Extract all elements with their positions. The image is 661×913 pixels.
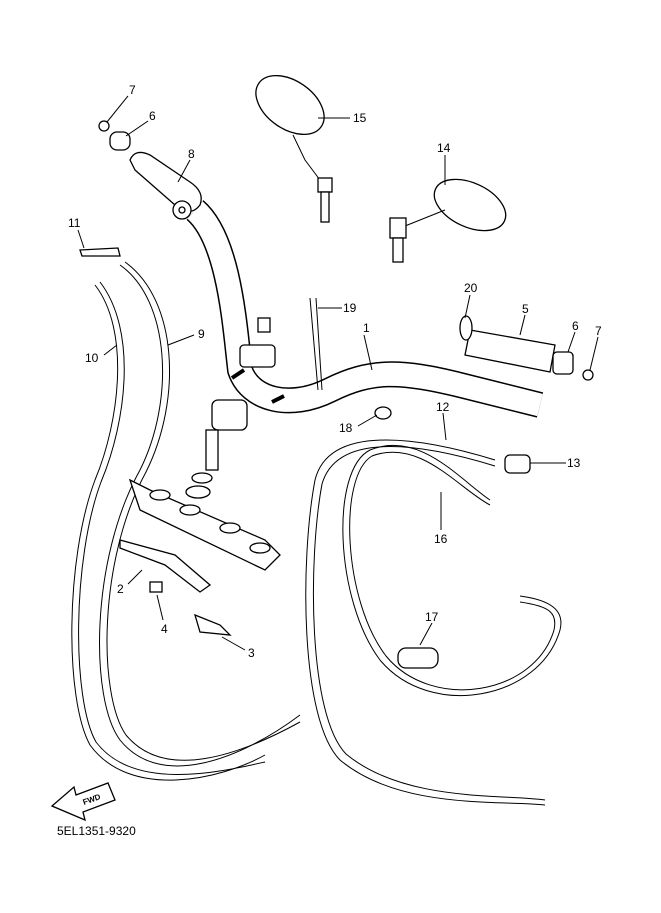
callout-3: 3 [248, 646, 255, 660]
callout-17: 17 [425, 610, 439, 624]
callout-7-left: 7 [129, 83, 136, 97]
callout-5: 5 [522, 302, 529, 316]
callout-2: 2 [117, 582, 124, 596]
grip-end-left [109, 131, 131, 151]
cable-adjuster [504, 454, 531, 474]
mirror-right [389, 178, 507, 263]
callout-12: 12 [436, 400, 450, 414]
callout-19: 19 [343, 301, 357, 315]
callout-16: 16 [434, 532, 448, 546]
callout-6-left: 6 [149, 109, 156, 123]
callout-9: 9 [198, 327, 205, 341]
handlebar [185, 200, 544, 418]
cables-12-16 [305, 439, 562, 806]
callout-14: 14 [437, 141, 451, 155]
screw-left [98, 120, 110, 132]
callout-11: 11 [68, 216, 81, 230]
callout-10: 10 [85, 351, 99, 365]
bolt [79, 247, 121, 257]
callout-4: 4 [161, 622, 168, 636]
callout-1: 1 [363, 321, 370, 335]
fwd-arrow: FWD [50, 782, 116, 822]
clip [374, 406, 392, 420]
grip-right [459, 315, 594, 381]
callout-8: 8 [188, 147, 195, 161]
callout-6-right: 6 [572, 319, 579, 333]
callout-18: 18 [339, 421, 353, 435]
callout-7-right: 7 [595, 324, 602, 338]
mirror-left [255, 74, 333, 223]
diagram-code: 5EL1351-9320 [57, 824, 136, 838]
cable-tie [309, 297, 323, 391]
cable-holder [397, 647, 439, 669]
callout-labels: 1 2 3 4 5 6 7 6 7 8 9 10 11 12 13 14 15 … [68, 83, 602, 660]
riser-and-clamp [119, 317, 281, 636]
leader-lines [77, 95, 599, 651]
grip-left [129, 151, 202, 220]
callout-13: 13 [567, 456, 581, 470]
callout-20: 20 [464, 281, 478, 295]
cables-9-10 [71, 261, 301, 781]
callout-15: 15 [353, 111, 367, 125]
